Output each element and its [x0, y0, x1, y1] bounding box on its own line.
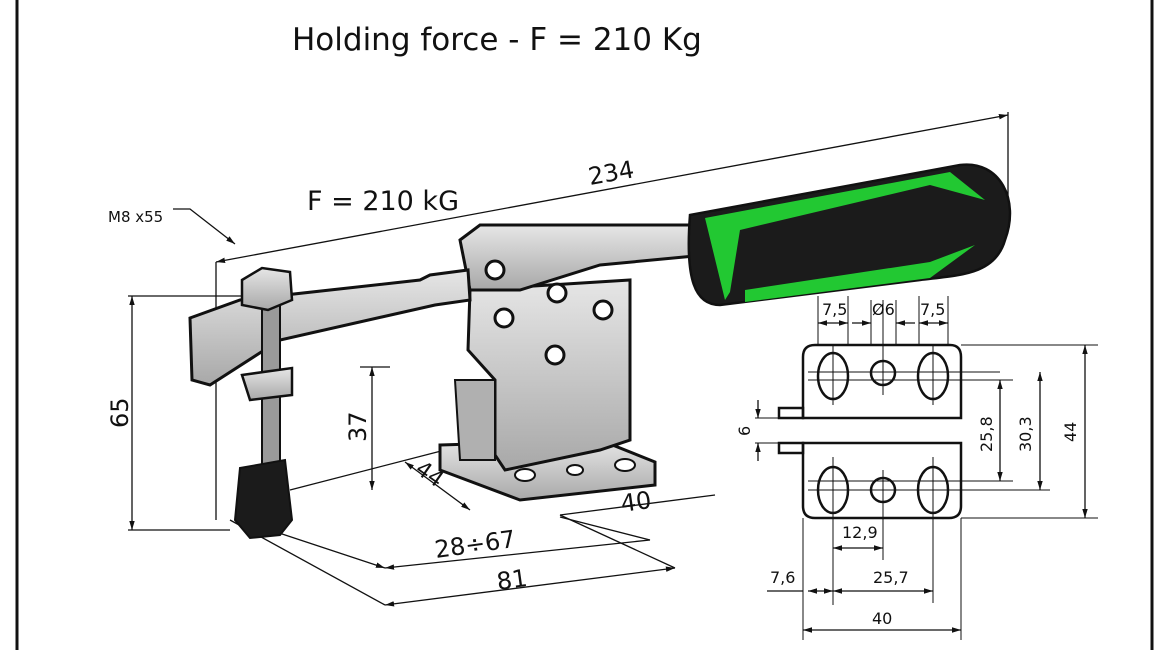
- spindle-height-label: 37: [344, 411, 372, 442]
- hole-dia-label: Ø6: [872, 300, 895, 319]
- slot-spacing-label: 25,7: [873, 568, 909, 587]
- spindle-reach-label: 81: [495, 564, 529, 596]
- total-height-label: 44: [1061, 422, 1080, 442]
- slot-left-label: 7,5: [822, 300, 847, 319]
- main-dimensions: [128, 112, 1009, 607]
- inner-spacing-label: 25,8: [977, 416, 996, 452]
- slot-right-label: 7,5: [920, 300, 945, 319]
- hole-offset-label: 12,9: [842, 523, 878, 542]
- screw-label: M8 x55: [108, 208, 163, 226]
- title: Holding force - F = 210 Kg: [292, 22, 702, 58]
- gap-label: 6: [735, 426, 754, 436]
- outer-spacing-label: 30,3: [1016, 416, 1035, 452]
- total-width-label: 40: [872, 609, 892, 628]
- spindle-range-label: 28÷67: [433, 525, 517, 564]
- base-plate-view: [755, 296, 1098, 640]
- height-label: 65: [106, 397, 134, 428]
- base-width-label: 40: [619, 486, 653, 518]
- clamp-illustration: [188, 163, 1012, 540]
- edge-offset-label: 7,6: [770, 568, 795, 587]
- force-label: F = 210 kG: [307, 186, 459, 217]
